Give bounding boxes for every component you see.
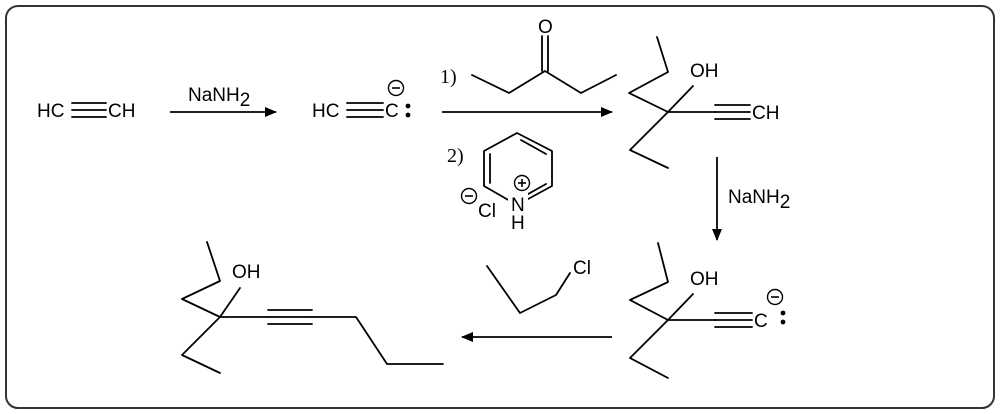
reagent-nanh2-1: NaNH2 xyxy=(188,85,250,111)
negative-charge-icon-2 xyxy=(766,288,784,306)
acetylene-ch-label: CH xyxy=(108,101,135,122)
pyridinium-chloride: N H Cl xyxy=(460,132,553,234)
arrow-step-3: NaNH2 xyxy=(712,157,790,241)
acetylide2-c-label: C xyxy=(754,311,768,332)
final-oh-label: OH xyxy=(232,262,261,283)
step-1-label: 1) xyxy=(440,66,457,88)
acetylide2-oh-label: OH xyxy=(690,269,719,290)
lone-pair-icon xyxy=(405,103,411,109)
acetylide-c-label: C xyxy=(385,101,399,122)
frame-border xyxy=(5,5,995,409)
step-2-label: 2) xyxy=(447,145,464,167)
chloropropane-cl-label: Cl xyxy=(573,258,591,279)
chloride-cl-label: Cl xyxy=(478,201,496,222)
pyridinium-n-label: N xyxy=(511,195,525,216)
pentanone: O xyxy=(471,17,617,94)
chloride-negative-charge-icon xyxy=(460,187,478,205)
pyridinium-h-label: H xyxy=(511,213,525,234)
acetylide-anion: HC C xyxy=(312,79,411,122)
reagent-nanh2-2: NaNH2 xyxy=(728,187,790,213)
positive-charge-icon xyxy=(513,174,531,192)
alkynol-acetylide: OH C xyxy=(629,242,786,379)
alkynol-oh-label: OH xyxy=(690,61,719,82)
acetylene-hc-label: HC xyxy=(37,101,64,122)
acetylene: HC CH xyxy=(37,101,135,122)
arrow-step-4: Cl xyxy=(461,258,612,342)
arrow-step-1: NaNH2 xyxy=(170,85,277,117)
alkynol-product: OH CH xyxy=(628,36,779,169)
alkynol-ch-label: CH xyxy=(752,103,779,124)
ketone-o-label: O xyxy=(538,17,553,38)
negative-charge-icon xyxy=(387,79,405,97)
acetylide-hc-label: HC xyxy=(312,101,339,122)
arrow-step-2: 1) O 2) N H Cl xyxy=(440,17,617,234)
final-product: OH xyxy=(181,241,444,374)
